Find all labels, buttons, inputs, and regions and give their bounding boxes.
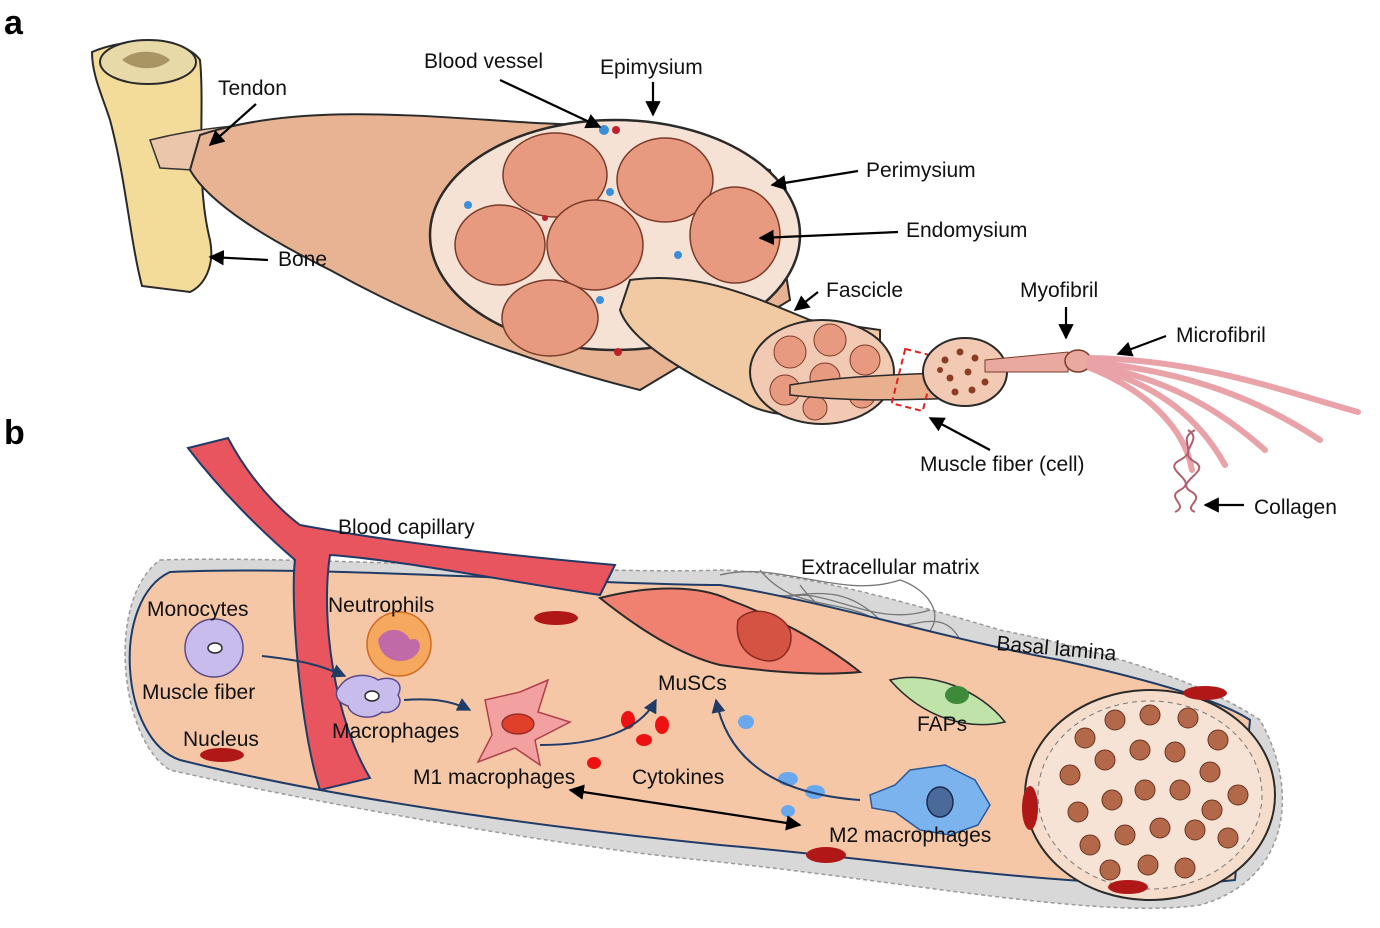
- muscle-stem-cell: [597, 587, 863, 675]
- label-monocytes: Monocytes: [147, 598, 249, 621]
- label-endomysium: Endomysium: [906, 219, 1027, 242]
- label-tendon: Tendon: [218, 77, 287, 100]
- macrophage-nucleus: [364, 690, 380, 702]
- label-nucleus: Nucleus: [183, 728, 259, 751]
- label-microfibril: Microfibril: [1176, 324, 1266, 347]
- blood-capillary-shape: [186, 436, 617, 792]
- label-muscs: MuSCs: [658, 672, 727, 695]
- fascicle-cross-sections: [454, 132, 781, 357]
- label-muscle-fiber: Muscle fiber: [142, 681, 255, 704]
- label-epimysium: Epimysium: [600, 56, 703, 79]
- blood-vessel-dots: [464, 125, 682, 356]
- label-blood-vessel: Blood vessel: [424, 50, 543, 73]
- label-fascicle: Fascicle: [826, 279, 903, 302]
- collagen-helix: [1173, 429, 1201, 513]
- label-collagen: Collagen: [1254, 496, 1337, 519]
- label-bone: Bone: [278, 248, 327, 271]
- m1-macrophage-nucleus: [501, 713, 535, 735]
- label-faps: FAPs: [917, 713, 967, 736]
- microfibril-strands: [1087, 355, 1361, 473]
- panel-a-letter: a: [4, 4, 24, 42]
- cytokines-red: [587, 711, 669, 769]
- bone-marrow: [122, 51, 170, 69]
- label-extracellular-matrix: Extracellular matrix: [801, 556, 980, 579]
- myofibril-strand: [984, 351, 1069, 373]
- label-m2-macrophages: M2 macrophages: [829, 824, 991, 847]
- panel-b-letter: b: [4, 414, 25, 452]
- label-myofibril: Myofibril: [1020, 279, 1098, 302]
- fiber-nuclei: [200, 611, 1227, 894]
- label-blood-capillary: Blood capillary: [338, 516, 475, 539]
- label-macrophages: Macrophages: [332, 720, 459, 743]
- muscle-stem-cell-nucleus: [736, 610, 792, 662]
- label-cytokines: Cytokines: [632, 766, 724, 789]
- label-perimysium: Perimysium: [866, 159, 976, 182]
- myofibril-cross-sections: [1059, 704, 1249, 881]
- panel-b-arrows: [261, 655, 861, 831]
- panel-a-illustration: [90, 39, 1361, 513]
- panel-b-illustration: [124, 436, 1284, 909]
- panel-a-arrows: [208, 79, 1244, 513]
- label-muscle-fiber-cell: Muscle fiber (cell): [920, 453, 1085, 476]
- monocyte-nucleus: [207, 642, 223, 654]
- fap-nucleus: [945, 686, 969, 704]
- label-m1-macrophages: M1 macrophages: [413, 766, 575, 789]
- label-neutrophils: Neutrophils: [328, 594, 434, 617]
- neutrophil-nucleus: [378, 629, 420, 661]
- fap-cell: [888, 676, 1007, 726]
- m2-macrophage-nucleus: [926, 786, 954, 818]
